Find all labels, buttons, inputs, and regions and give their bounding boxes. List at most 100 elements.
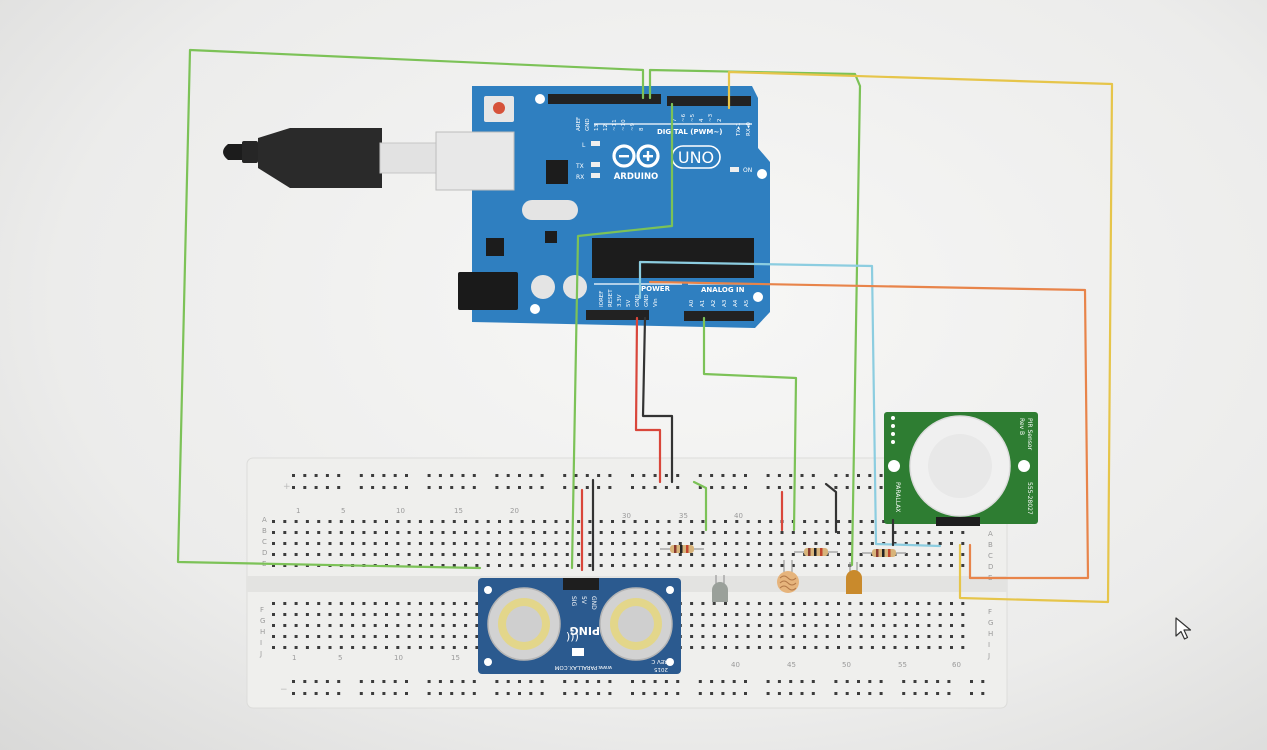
bb-terminal-hole bbox=[486, 531, 490, 534]
bb-rail-hole bbox=[879, 680, 883, 683]
bb-rail-hole bbox=[698, 474, 702, 477]
bb-terminal-hole bbox=[317, 646, 321, 649]
bb-rail-hole bbox=[777, 692, 781, 695]
bb-terminal-hole bbox=[950, 635, 953, 638]
resistor-3 bbox=[862, 549, 906, 557]
bb-terminal-hole bbox=[588, 542, 592, 545]
bb-terminal-hole bbox=[498, 520, 501, 523]
bb-terminal-hole bbox=[283, 613, 287, 616]
bb-terminal-hole bbox=[520, 520, 524, 523]
bb-terminal-hole bbox=[305, 624, 309, 627]
bb-terminal-hole bbox=[599, 564, 603, 567]
bb-terminal-hole bbox=[498, 564, 501, 567]
bb-terminal-hole bbox=[633, 542, 637, 545]
bb-rail-hole bbox=[540, 680, 544, 683]
bb-terminal-hole bbox=[769, 613, 773, 616]
bb-terminal-hole bbox=[430, 646, 434, 649]
bb-terminal-hole bbox=[656, 553, 660, 556]
bb-rail-hole bbox=[710, 680, 714, 683]
bb-terminal-hole bbox=[385, 602, 388, 605]
bb-terminal-hole bbox=[475, 564, 479, 567]
bb-terminal-hole bbox=[272, 646, 275, 649]
bb-terminal-hole bbox=[509, 520, 513, 523]
bb-rail-hole bbox=[902, 692, 906, 695]
bb-row-b: B bbox=[262, 527, 267, 535]
mount-hole-2 bbox=[757, 169, 767, 179]
bb-terminal-hole bbox=[272, 520, 275, 523]
bb-rail-hole bbox=[393, 692, 397, 695]
bb-terminal-hole bbox=[362, 613, 366, 616]
bb-terminal-hole bbox=[317, 553, 321, 556]
bb-row-d: D bbox=[262, 549, 267, 557]
bb-terminal-hole bbox=[870, 531, 874, 534]
bb-terminal-hole bbox=[565, 564, 569, 567]
bb-terminal-hole bbox=[294, 602, 298, 605]
pin-reset: RESET bbox=[608, 289, 614, 307]
bb-row-a: A bbox=[262, 516, 267, 524]
bb-terminal-hole bbox=[588, 520, 592, 523]
bb-terminal-hole bbox=[328, 520, 332, 523]
wire-black-gnd bbox=[641, 316, 674, 484]
bb-rail-hole bbox=[359, 486, 363, 489]
bb-terminal-hole bbox=[757, 613, 761, 616]
bb-terminal-hole bbox=[927, 635, 931, 638]
bb-terminal-hole bbox=[305, 635, 309, 638]
pir-dome-inner bbox=[928, 434, 992, 498]
bb-terminal-hole bbox=[701, 646, 705, 649]
bb-terminal-hole bbox=[780, 602, 784, 605]
bb-terminal-hole bbox=[735, 646, 739, 649]
bb-col-5-b: 5 bbox=[338, 654, 342, 662]
bb-rail-hole bbox=[744, 486, 747, 489]
logo-ring-left bbox=[612, 144, 636, 168]
bb-rail-hole bbox=[325, 486, 329, 489]
bb-rail-hole bbox=[382, 680, 386, 683]
bb-terminal-hole bbox=[724, 602, 727, 605]
ping-pin-sig: SIG bbox=[570, 596, 577, 607]
bb-terminal-hole bbox=[396, 613, 400, 616]
bb-terminal-hole bbox=[317, 635, 321, 638]
resistor-3-band-1 bbox=[876, 549, 879, 557]
bb-rail-hole bbox=[676, 680, 680, 683]
bb-terminal-hole bbox=[475, 624, 479, 627]
bb-rail-hole bbox=[857, 680, 860, 683]
bb-rail-hole bbox=[879, 474, 883, 477]
reset-button-cap bbox=[493, 102, 505, 114]
bb-terminal-hole bbox=[599, 553, 603, 556]
bb-terminal-hole bbox=[362, 646, 366, 649]
bb-terminal-hole bbox=[893, 564, 897, 567]
bb-terminal-hole bbox=[622, 520, 626, 523]
bb-terminal-hole bbox=[724, 635, 727, 638]
bb-terminal-hole bbox=[464, 602, 468, 605]
bb-terminal-hole bbox=[735, 542, 739, 545]
bb-rail-hole bbox=[563, 474, 567, 477]
pin-gnd-d: GND bbox=[585, 118, 591, 131]
bb-terminal-hole bbox=[769, 635, 773, 638]
bb-terminal-hole bbox=[950, 542, 953, 545]
bb-terminal-hole bbox=[418, 564, 422, 567]
bb-row-h-right: H bbox=[988, 630, 993, 638]
bb-terminal-hole bbox=[825, 646, 829, 649]
bb-terminal-hole bbox=[690, 531, 694, 534]
wire-green-ping-signal bbox=[570, 102, 674, 570]
bb-terminal-hole bbox=[283, 646, 287, 649]
bb-terminal-hole bbox=[780, 613, 784, 616]
bb-rail-hole bbox=[642, 486, 646, 489]
bb-terminal-hole bbox=[803, 564, 807, 567]
bb-terminal-hole bbox=[362, 624, 366, 627]
bb-terminal-hole bbox=[611, 553, 614, 556]
bb-terminal-hole bbox=[916, 553, 920, 556]
bb-rail-hole bbox=[800, 692, 804, 695]
usb-b-port bbox=[435, 131, 515, 191]
bb-terminal-hole bbox=[904, 613, 908, 616]
bb-rail-hole bbox=[427, 474, 431, 477]
wire-black-jumper bbox=[824, 482, 838, 534]
bb-rail-hole bbox=[314, 486, 318, 489]
bb-terminal-hole bbox=[803, 542, 807, 545]
bb-terminal-hole bbox=[769, 553, 773, 556]
bb-terminal-hole bbox=[373, 624, 377, 627]
bb-rail-hole bbox=[427, 486, 431, 489]
rx-label: RX bbox=[576, 174, 584, 181]
bb-terminal-hole bbox=[961, 646, 965, 649]
pin-11: ~11 bbox=[612, 119, 618, 131]
ping-logo-icon bbox=[572, 648, 584, 656]
